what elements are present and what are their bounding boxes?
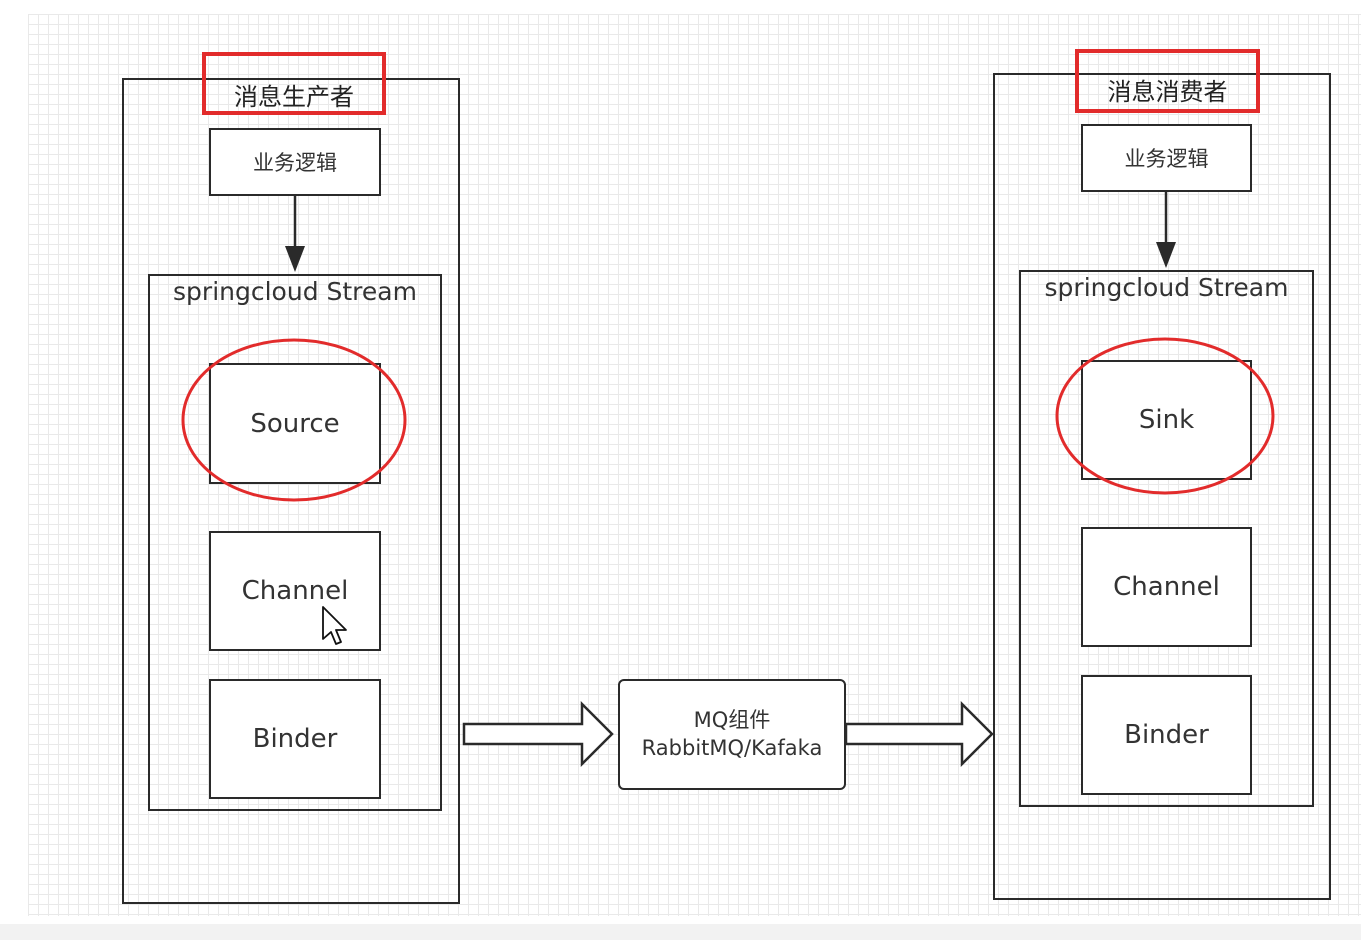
producer-to-mq-arrow [462, 700, 614, 768]
mouse-cursor-icon [322, 606, 347, 645]
producer-stream-label: springcloud Stream [173, 276, 417, 306]
consumer-stream-box [1019, 270, 1314, 807]
consumer-container [993, 73, 1331, 900]
producer-channel-label: Channel [241, 576, 349, 606]
consumer-stream-label: springcloud Stream [1044, 272, 1289, 302]
consumer-channel-label: Channel [1113, 572, 1220, 602]
producer-channel-box [209, 531, 381, 651]
producer-down-arrow [285, 196, 305, 272]
producer-business-logic-label: 业务逻辑 [253, 151, 337, 175]
source-box [209, 363, 381, 484]
consumer-binder-box [1081, 675, 1252, 795]
producer-container [122, 78, 460, 904]
producer-binder-label: Binder [252, 724, 338, 754]
mq-component-products: RabbitMQ/Kafaka [641, 736, 823, 760]
producer-business-logic-box [209, 128, 381, 196]
consumer-down-arrow [1156, 192, 1176, 268]
sink-box [1081, 360, 1252, 480]
consumer-title-highlight [1075, 49, 1260, 113]
sink-label: Sink [1138, 405, 1195, 435]
sink-highlight-ellipse [1055, 337, 1275, 495]
producer-stream-box [148, 274, 442, 811]
mq-component-title: MQ组件 [693, 708, 771, 732]
consumer-binder-label: Binder [1124, 720, 1209, 750]
consumer-business-logic-label: 业务逻辑 [1124, 147, 1209, 171]
bottom-strip [0, 924, 1361, 940]
producer-binder-box [209, 679, 381, 799]
consumer-business-logic-box [1081, 124, 1252, 192]
consumer-channel-box [1081, 527, 1252, 647]
consumer-title: 消息消费者 [1107, 77, 1228, 106]
source-label: Source [250, 408, 340, 439]
producer-title-highlight [202, 52, 386, 115]
source-highlight-ellipse [181, 338, 407, 502]
producer-title: 消息生产者 [234, 82, 354, 111]
mq-to-consumer-arrow [844, 700, 994, 768]
